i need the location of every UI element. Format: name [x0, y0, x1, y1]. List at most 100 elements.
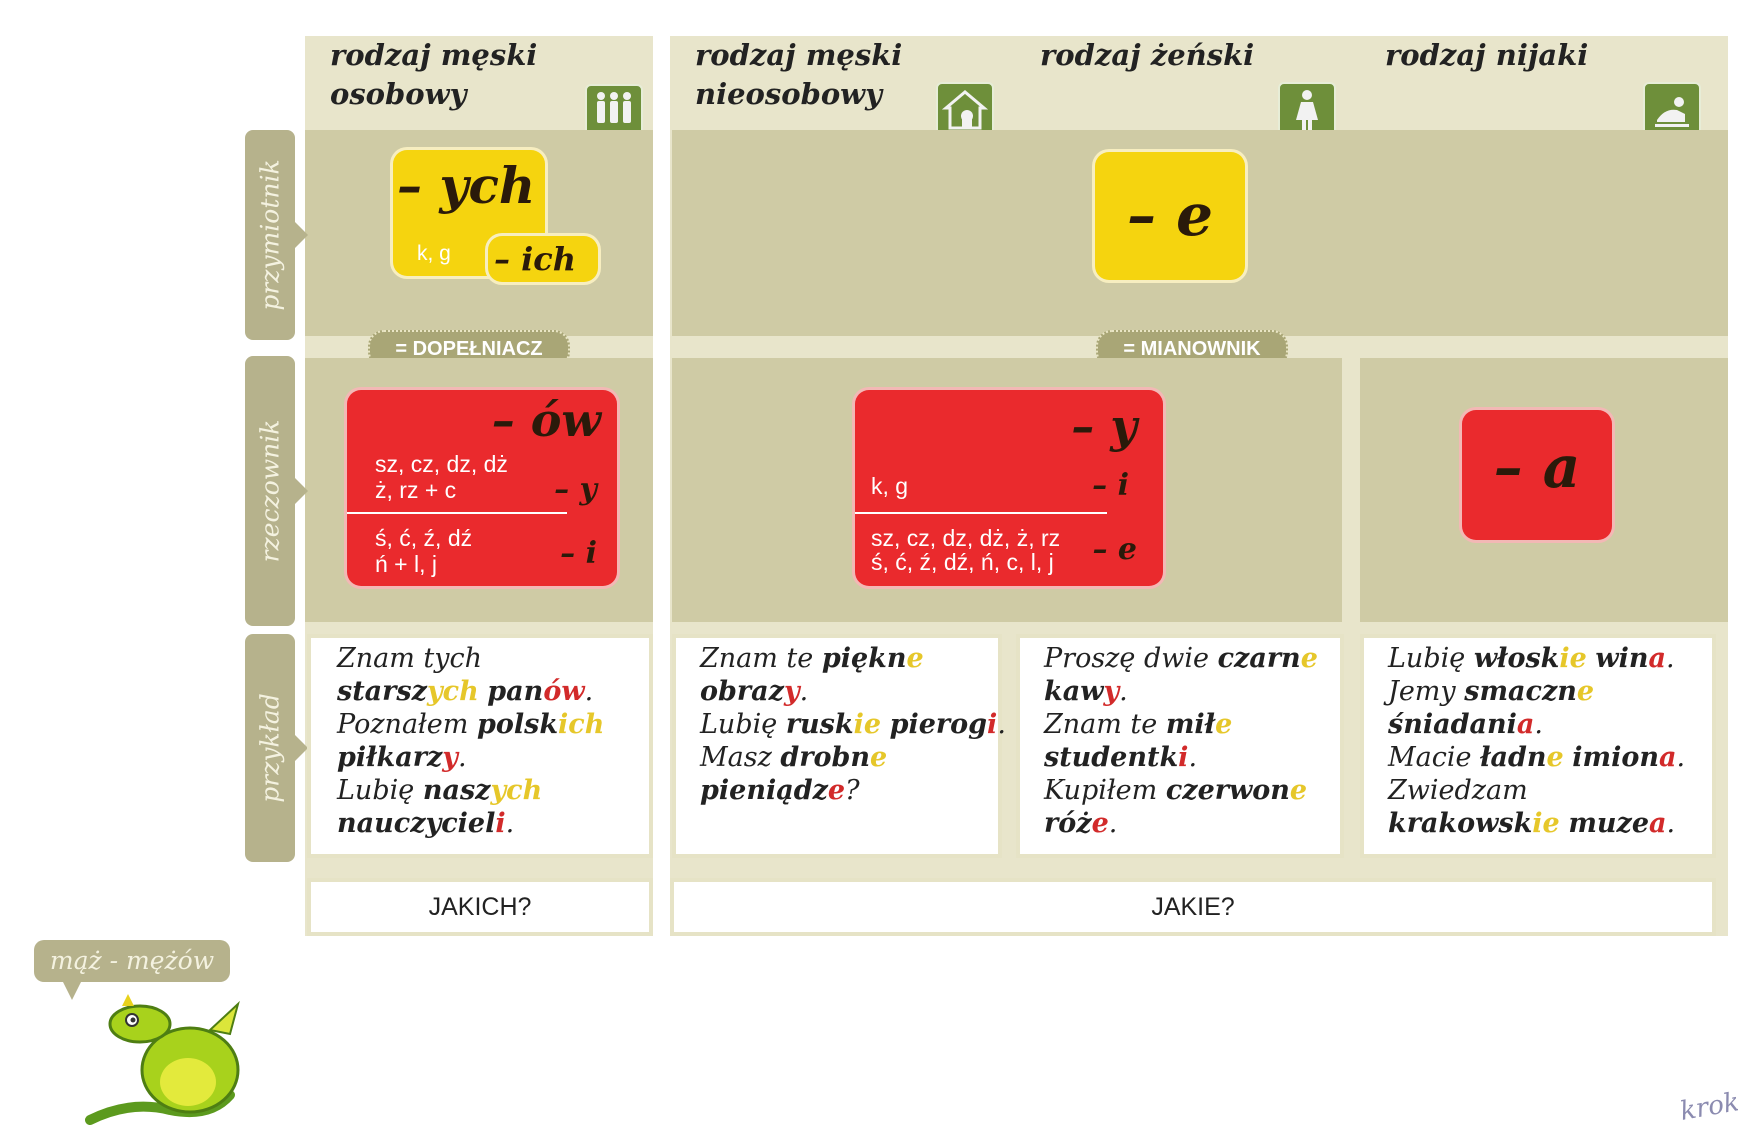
- example-segment: Znam te: [700, 643, 822, 674]
- example-line: Masz drobne: [700, 741, 1006, 774]
- example-segment: piękn: [821, 643, 907, 674]
- example-segment: krakowsk: [1388, 808, 1533, 839]
- row-label-adjective: przymiotnik: [245, 130, 308, 340]
- example-line: Proszę dwie czarne: [1044, 642, 1318, 675]
- example-line: Macie ładne imiona.: [1388, 741, 1685, 774]
- example-segment: e: [1215, 709, 1233, 740]
- example-segment: muze: [1568, 808, 1650, 839]
- example-segment: a: [1649, 808, 1667, 839]
- example-segment: pan: [487, 676, 544, 707]
- example-segment: rusk: [785, 709, 854, 740]
- example-segment: imion: [1572, 742, 1659, 773]
- example-line: Lubię naszych: [337, 774, 604, 807]
- example-segment: Kupiłem: [1044, 775, 1166, 806]
- example-segment: Lubię: [700, 709, 786, 740]
- example-segment: .: [1108, 808, 1118, 839]
- example-segment: Poznałem: [337, 709, 477, 740]
- example-line: Lubię włoskie wina.: [1388, 642, 1685, 675]
- example-line: Znam te piękne: [700, 642, 1006, 675]
- example-segment: i: [1178, 742, 1189, 773]
- example-segment: polsk: [476, 709, 559, 740]
- question-jakie: JAKIE?: [670, 878, 1716, 936]
- example-segment: e: [1091, 808, 1109, 839]
- example-segment: ie: [1559, 643, 1587, 674]
- baby-icon: [1643, 82, 1701, 138]
- example-segment: [881, 709, 890, 740]
- example-line: obrazy.: [700, 675, 1006, 708]
- example-segment: a: [1658, 742, 1677, 773]
- example-segment: e: [1289, 775, 1308, 806]
- example-segment: kaw: [1044, 676, 1104, 707]
- example-line: Kupiłem czerwone: [1044, 774, 1318, 807]
- example-segment: a: [1516, 709, 1535, 740]
- example-segment: śniadani: [1388, 709, 1517, 740]
- woman-icon: [1278, 82, 1336, 138]
- example-segment: piłkarz: [337, 742, 443, 773]
- example-line: Znam tych: [337, 642, 604, 675]
- noun-y-box: – y k, g – i sz, cz, dz, dż, ż, rz ś, ć,…: [855, 390, 1163, 586]
- adjective-e-box: – e: [1095, 152, 1245, 280]
- example-segment: y: [1103, 676, 1120, 707]
- people-icon: [585, 84, 643, 138]
- noun-a-box: – a: [1462, 410, 1612, 540]
- example-segment: ych: [490, 775, 543, 806]
- example-segment: smaczn: [1464, 676, 1577, 707]
- example-segment: .: [505, 808, 515, 839]
- example-segment: e: [906, 643, 924, 674]
- example-segment: ych: [426, 676, 479, 707]
- example-segment: ie: [1532, 808, 1560, 839]
- example-segment: [479, 676, 488, 707]
- example-line: pieniądze?: [700, 774, 1006, 807]
- example-line: Lubię ruskie pierogi.: [700, 708, 1006, 741]
- header-neuter: rodzaj nijaki: [1385, 38, 1589, 72]
- example-segment: pierog: [889, 709, 988, 740]
- example-line: Jemy smaczne: [1388, 675, 1685, 708]
- row-label-noun: rzeczownik: [245, 356, 308, 626]
- example-segment: e: [1546, 742, 1564, 773]
- example-line: nauczycieli.: [337, 807, 604, 840]
- example-segment: y: [442, 742, 458, 773]
- example-segment: .: [1188, 742, 1198, 773]
- example-segment: e: [827, 775, 846, 806]
- example-segment: .: [799, 676, 809, 707]
- example-segment: Masz: [700, 742, 781, 773]
- example-segment: ów: [543, 676, 585, 707]
- example-segment: [1564, 742, 1573, 773]
- example-segment: i: [495, 808, 506, 839]
- example-segment: i: [987, 709, 998, 740]
- example-segment: .: [1534, 709, 1543, 740]
- example-segment: e: [1300, 643, 1318, 674]
- row-label-example: przykład: [245, 634, 308, 862]
- example-line: Zwiedzam: [1388, 774, 1685, 807]
- example-segment: pieniądz: [700, 775, 828, 806]
- example-line: śniadania.: [1388, 708, 1685, 741]
- example-segment: a: [1648, 643, 1667, 674]
- example-line: kawy.: [1044, 675, 1318, 708]
- header-m-personal: rodzaj męski osobowy: [330, 38, 538, 111]
- example-segment: czerwon: [1165, 775, 1290, 806]
- example-segment: Proszę dwie: [1044, 643, 1218, 674]
- example-segment: czarn: [1217, 643, 1301, 674]
- example-segment: Jemy: [1388, 676, 1465, 707]
- example-segment: Znam te: [1044, 709, 1166, 740]
- example-segment: ładn: [1480, 742, 1547, 773]
- dragon-illustration: [70, 990, 260, 1136]
- example-segment: y: [783, 676, 800, 707]
- example-segment: drobn: [780, 742, 871, 773]
- example-segment: ich: [558, 709, 605, 740]
- example-segment: włosk: [1473, 643, 1560, 674]
- dragon-speech-bubble: mąż - mężów: [34, 940, 230, 1000]
- header-feminine: rodzaj żeński: [1040, 38, 1255, 72]
- example-segment: nasz: [422, 775, 491, 806]
- example-segment: Lubię: [1388, 643, 1474, 674]
- example-segment: starsz: [337, 676, 427, 707]
- example-segment: e: [870, 742, 888, 773]
- example-line: Poznałem polskich: [337, 708, 604, 741]
- example-segment: Zwiedzam: [1388, 775, 1528, 806]
